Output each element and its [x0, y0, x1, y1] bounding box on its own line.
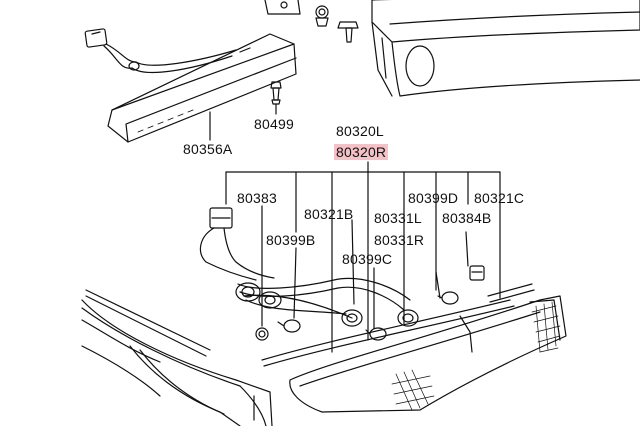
vehicle-outline [81, 289, 273, 426]
rear-panel-bracket [264, 0, 301, 15]
lamp-wire-connector [84, 28, 237, 74]
label-80399B: 80399B [266, 232, 316, 248]
lamp-socket-connector [199, 207, 237, 263]
label-80384B: 80384B [442, 210, 492, 226]
panel-bolt [315, 5, 329, 27]
label-80356A: 80356A [183, 141, 233, 157]
label-80331L: 80331L [374, 210, 422, 226]
wire-harness [205, 261, 411, 319]
bulb-socket-3 [341, 309, 363, 327]
label-80331R: 80331R [374, 232, 425, 248]
bulb-socket-2 [258, 291, 282, 309]
label-80320R: 80320R [334, 144, 389, 160]
lamp-gasket [261, 283, 535, 367]
socket-nut [255, 327, 269, 341]
bulb-80399B [277, 319, 301, 333]
panel-screw [337, 21, 359, 43]
label-80321B: 80321B [304, 206, 354, 222]
label-80320L: 80320L [336, 123, 384, 139]
bulb-socket-4 [397, 309, 419, 327]
callout-bracket-tree [225, 161, 501, 353]
part-leaders [261, 205, 469, 329]
bulb-80399D [437, 291, 459, 305]
label-80321C: 80321C [474, 190, 525, 206]
label-80383: 80383 [237, 190, 277, 206]
clip-80384B [469, 265, 485, 281]
bulb-socket-1 [235, 282, 261, 302]
label-80499: 80499 [254, 116, 294, 132]
high-mount-stop-lamp [107, 33, 297, 143]
label-80399D: 80399D [408, 190, 459, 206]
label-80399C: 80399C [342, 251, 393, 267]
rear-combination-lamp [289, 295, 567, 413]
stop-lamp-bolt-80499 [270, 81, 282, 105]
rear-trunk-panel [371, 0, 640, 97]
